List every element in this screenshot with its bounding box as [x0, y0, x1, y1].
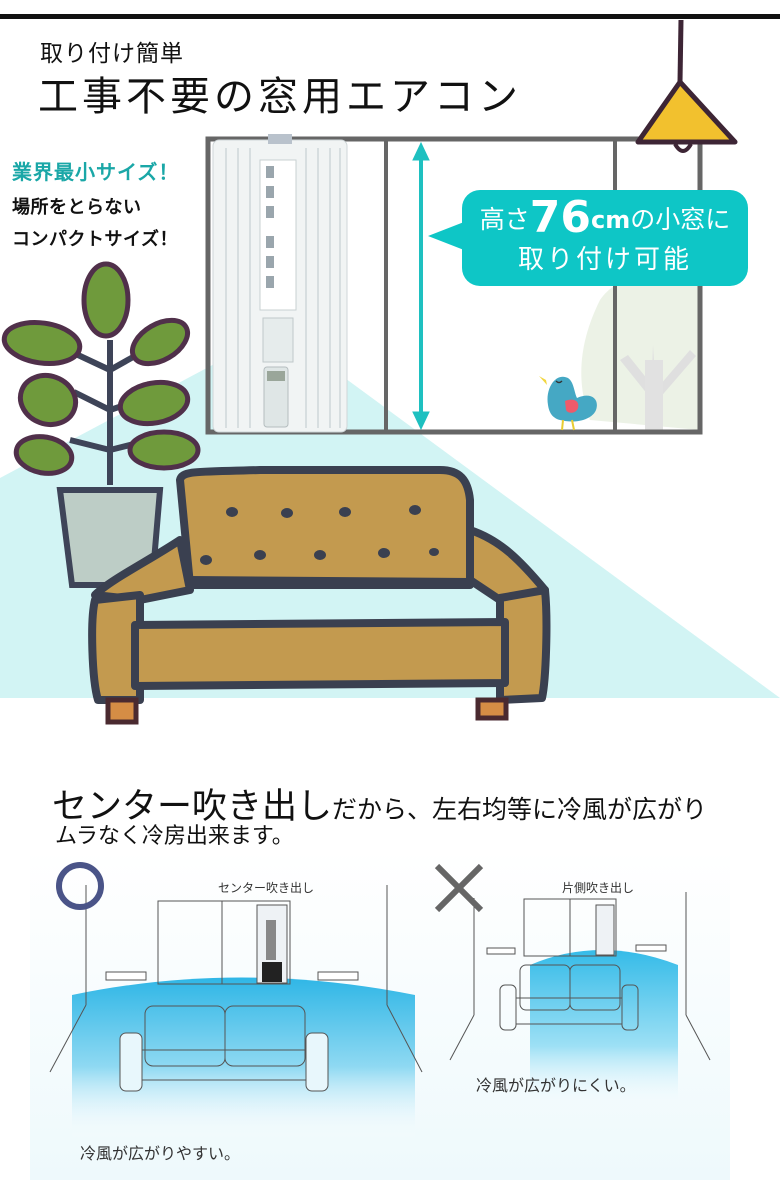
height-callout: 高さ76cmの小窓に 取り付け可能: [462, 190, 748, 286]
callout-prefix: 高さ: [479, 205, 530, 234]
feature-highlight: 業界最小サイズ！: [12, 160, 180, 184]
bad-diagram-caption: 冷風が広がりにくい。: [476, 1076, 636, 1095]
feature-line-2: コンパクトサイズ！: [12, 229, 178, 250]
center-outlet-diagram: [49, 885, 423, 1140]
top-divider: [0, 14, 780, 19]
subtitle: 取り付け簡単: [40, 41, 184, 67]
callout-line-2: 取り付け可能: [517, 245, 692, 275]
window-ac-unit: [212, 134, 348, 433]
callout-suffix: の小窓に: [630, 205, 731, 234]
good-diagram-caption: 冷風が広がりやすい。: [80, 1144, 241, 1163]
tree-outside-icon: [581, 274, 700, 430]
callout-height-value: 76: [529, 192, 591, 243]
bird-icon: [539, 376, 597, 431]
callout-line-1: 高さ76cmの小窓に: [462, 196, 748, 240]
airflow-comparison: [30, 850, 730, 1180]
page-title: 工事不要の窓用エアコン: [38, 74, 522, 120]
potted-plant-icon: [1, 261, 201, 588]
section2-subline: ムラなく冷房出来ます。: [55, 824, 294, 849]
pendant-lamp-icon: [635, 19, 738, 153]
section2-headline: センター吹き出しだから、左右均等に冷風が広がり: [52, 778, 707, 829]
sofa-buttons: [200, 505, 439, 565]
bad-diagram-label: 片側吹き出し: [562, 881, 635, 895]
callout-unit: cm: [591, 206, 631, 234]
sofa-illustration: [88, 466, 551, 704]
side-outlet-diagram: [449, 892, 711, 1110]
height-arrow-icon: [412, 141, 430, 431]
good-circle-icon: [56, 862, 104, 910]
bad-cross-icon: [434, 863, 484, 913]
good-diagram-label: センター吹き出し: [218, 881, 315, 895]
feature-line-1: 場所をとらない: [12, 197, 142, 218]
callout-tail: [428, 222, 464, 250]
room-illustration: [0, 19, 780, 725]
sofa-legs: [105, 697, 509, 725]
headline-emphasis: センター吹き出し: [52, 787, 333, 827]
headline-rest: だから、左右均等に冷風が広がり: [332, 795, 708, 824]
